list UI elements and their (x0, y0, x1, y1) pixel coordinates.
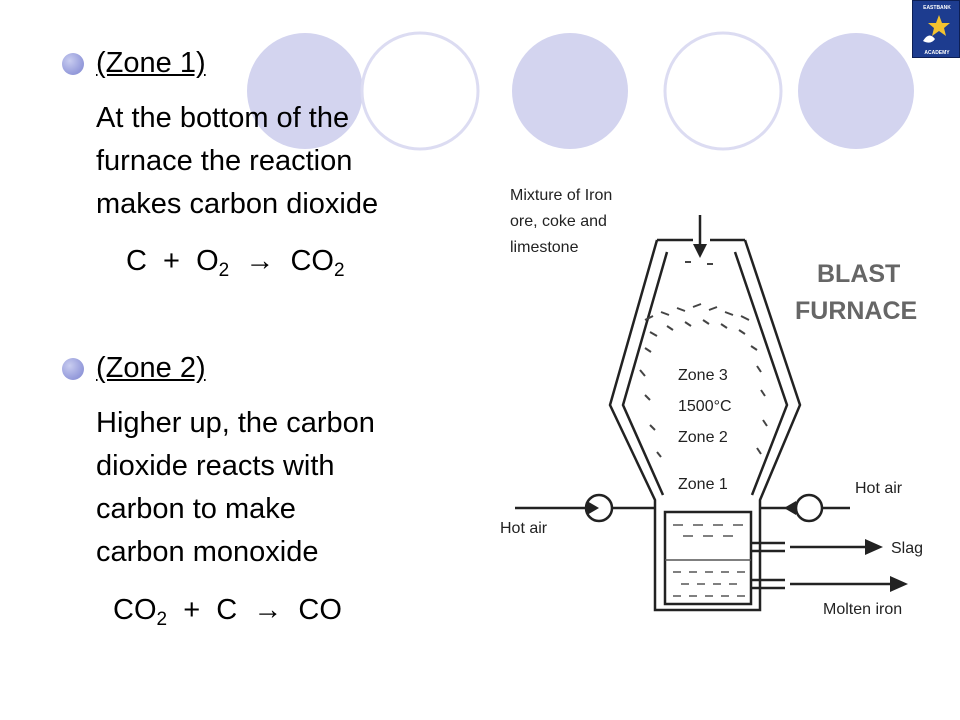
logo-bottom-text: ACADEMY (924, 50, 950, 56)
hot-air-left-label: Hot air (500, 520, 548, 537)
zone1-line: furnace the reaction (96, 145, 353, 177)
input-label-line: Mixture of Iron (510, 187, 612, 204)
zone1-label: Zone 1 (678, 476, 728, 493)
zone2-equation: CO2 + C → CO (113, 594, 342, 630)
molten-iron-arrow (890, 576, 908, 592)
zone2-text: Higher up, the carbon dioxide reacts wit… (96, 402, 375, 574)
diagram-title-line: FURNACE (795, 297, 917, 325)
zone2-line: dioxide reacts with (96, 450, 335, 482)
zone2-label: Zone 2 (678, 429, 728, 446)
slag-arrow (865, 539, 883, 555)
slag-label: Slag (891, 540, 923, 557)
decor-circle-outline (360, 31, 480, 151)
furnace-charge (639, 261, 768, 458)
hot-air-valve-right (794, 493, 824, 523)
academy-logo: EASTBANK ACADEMY (912, 0, 960, 58)
molten-iron-label: Molten iron (823, 601, 902, 618)
zone1-equation: C + O2 → CO2 (126, 245, 345, 281)
input-label-line: ore, coke and (510, 213, 607, 230)
bullet-dot (62, 358, 84, 380)
diagram-title-line: BLAST (817, 260, 900, 288)
zone1-heading: (Zone 1) (96, 47, 206, 79)
zone3-label: Zone 3 (678, 367, 728, 384)
blast-furnace-diagram: Mixture of Iron ore, coke and limestone … (500, 187, 923, 618)
hot-air-right-label: Hot air (855, 480, 903, 497)
decor-circle-outline (663, 31, 783, 151)
decor-circle-filled (247, 33, 363, 149)
temperature-label: 1500°C (678, 398, 732, 415)
zone1-line: At the bottom of the (96, 102, 350, 134)
logo-top-text: EASTBANK (923, 5, 951, 11)
decor-circle-filled (798, 33, 914, 149)
zone2-line: carbon monoxide (96, 536, 319, 568)
decor-circle-filled (512, 33, 628, 149)
input-label-line: limestone (510, 239, 579, 256)
zone2-heading: (Zone 2) (96, 352, 206, 384)
zone1-text: At the bottom of the furnace the reactio… (96, 97, 378, 226)
zone1-line: makes carbon dioxide (96, 188, 379, 220)
zone2-line: Higher up, the carbon (96, 407, 375, 439)
zone2-line: carbon to make (96, 493, 296, 525)
bullet-dot (62, 53, 84, 75)
